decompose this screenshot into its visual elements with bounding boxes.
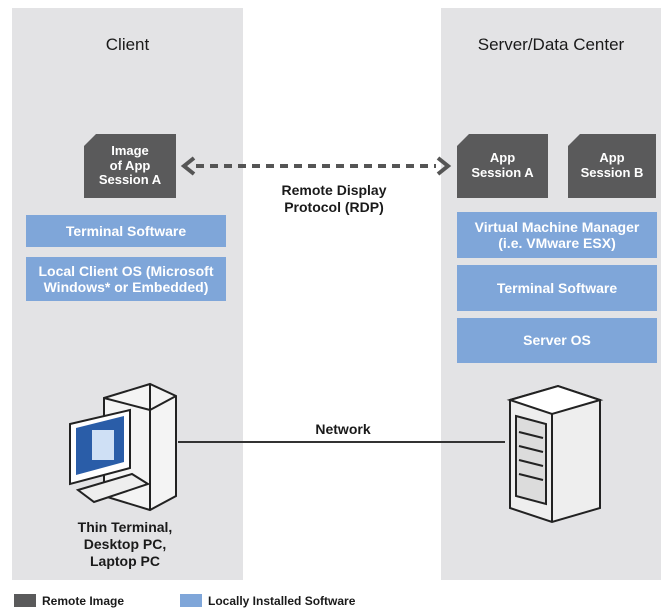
server-os-box: Server OS <box>457 318 657 363</box>
legend-local-software-swatch <box>180 594 202 607</box>
server-vmm-box: Virtual Machine Manager (i.e. VMware ESX… <box>457 212 657 258</box>
client-terminal-software-box: Terminal Software <box>26 215 226 247</box>
rdp-protocol-label: Remote Display Protocol (RDP) <box>281 182 387 215</box>
server-app-session-b-box: App Session B <box>568 134 656 198</box>
server-terminal-software-box: Terminal Software <box>457 265 657 311</box>
server-app-session-a-box: App Session A <box>457 134 548 198</box>
client-device-label: Thin Terminal, Desktop PC, Laptop PC <box>77 519 173 569</box>
server-title: Server/Data Center <box>477 35 625 54</box>
legend-remote-image-swatch <box>14 594 36 607</box>
client-image-session-box: Image of App Session A <box>84 134 176 198</box>
legend-remote-image-label: Remote Image <box>42 594 125 608</box>
client-title: Client <box>105 35 150 54</box>
network-label: Network <box>315 421 371 437</box>
legend-local-software-label: Locally Installed Software <box>208 594 356 608</box>
client-local-os-box: Local Client OS (Microsoft Windows* or E… <box>26 257 226 301</box>
